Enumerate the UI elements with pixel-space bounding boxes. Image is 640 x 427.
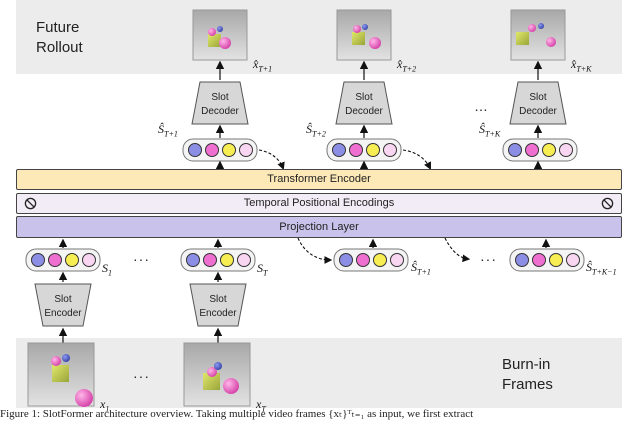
slot-decoder-1: [191, 81, 249, 125]
decoder-2-line1: Slot: [355, 92, 372, 103]
slot-decoder-2: [335, 81, 393, 125]
ellipsis-top: …: [474, 98, 489, 114]
s-hat-tk1-label: ŜT+K−1: [586, 260, 617, 277]
s-hat-t2-label: ŜT+2: [306, 122, 326, 139]
slot-group-top-k: [502, 138, 578, 162]
input-frame-1: [27, 342, 95, 407]
slot-group-top-2: [326, 138, 402, 162]
decoder-1-line2: Decoder: [201, 106, 239, 117]
decoder-2-line2: Decoder: [345, 106, 383, 117]
s-hat-t1-bottom-label: ŜT+1: [411, 260, 431, 277]
slot-group-st: [180, 248, 256, 272]
transformer-encoder-bar: Transformer Encoder: [16, 169, 622, 190]
decoded-frame-2: [336, 9, 392, 61]
slot-group-top-1: [182, 138, 258, 162]
temporal-positional-encodings-bar: Temporal Positional Encodings: [16, 193, 622, 214]
s-1-label: S1: [102, 261, 112, 278]
decoder-k-line2: Decoder: [519, 106, 557, 117]
projection-layer-label: Projection Layer: [279, 221, 359, 233]
decoded-frame-k: [510, 9, 566, 61]
transformer-encoder-label: Transformer Encoder: [267, 173, 371, 185]
x-hat-t2-label: x̂T+2: [397, 57, 417, 74]
encoder-1-line1: Slot: [54, 294, 71, 305]
x-hat-tk-label: x̂T+K: [571, 57, 592, 74]
slot-decoder-k: [509, 81, 567, 125]
slot-group-st1: [333, 248, 409, 272]
burn-in-band: [16, 338, 622, 408]
future-rollout-label: Future Rollout: [36, 19, 83, 56]
decoder-k-line1: Slot: [529, 92, 546, 103]
slot-encoder-t: [189, 283, 247, 327]
slot-group-s1: [25, 248, 101, 272]
s-t-label: ST: [257, 261, 268, 278]
decoded-frame-1: [192, 9, 248, 61]
burn-in-frames-label: Burn-in Frames: [502, 356, 553, 393]
figure-caption: Figure 1: SlotFormer architecture overvi…: [0, 408, 474, 420]
ellipsis-future-slots: ···: [480, 251, 497, 267]
decoder-1-line1: Slot: [211, 92, 228, 103]
slot-encoder-1: [34, 283, 92, 327]
ellipsis-slots-bottom: ···: [133, 251, 150, 267]
x-t-label: xT: [256, 397, 266, 414]
s-hat-tk-label: ŜT+K: [479, 122, 501, 139]
x-hat-t1-label: x̂T+1: [253, 57, 273, 74]
projection-layer-bar: Projection Layer: [16, 216, 622, 238]
x-1-label: x1: [100, 397, 110, 414]
no-symbol-icon: [601, 197, 614, 210]
encoder-t-line1: Slot: [209, 294, 226, 305]
s-hat-t1-label: ŜT+1: [158, 122, 178, 139]
slot-group-stk1: [509, 248, 585, 272]
temporal-positional-encodings-label: Temporal Positional Encodings: [243, 197, 395, 209]
encoder-t-line2: Encoder: [199, 308, 237, 319]
input-frame-t: [183, 342, 251, 407]
encoder-1-line2: Encoder: [44, 308, 82, 319]
no-symbol-icon: [24, 197, 37, 210]
ellipsis-frames: ···: [133, 368, 150, 384]
